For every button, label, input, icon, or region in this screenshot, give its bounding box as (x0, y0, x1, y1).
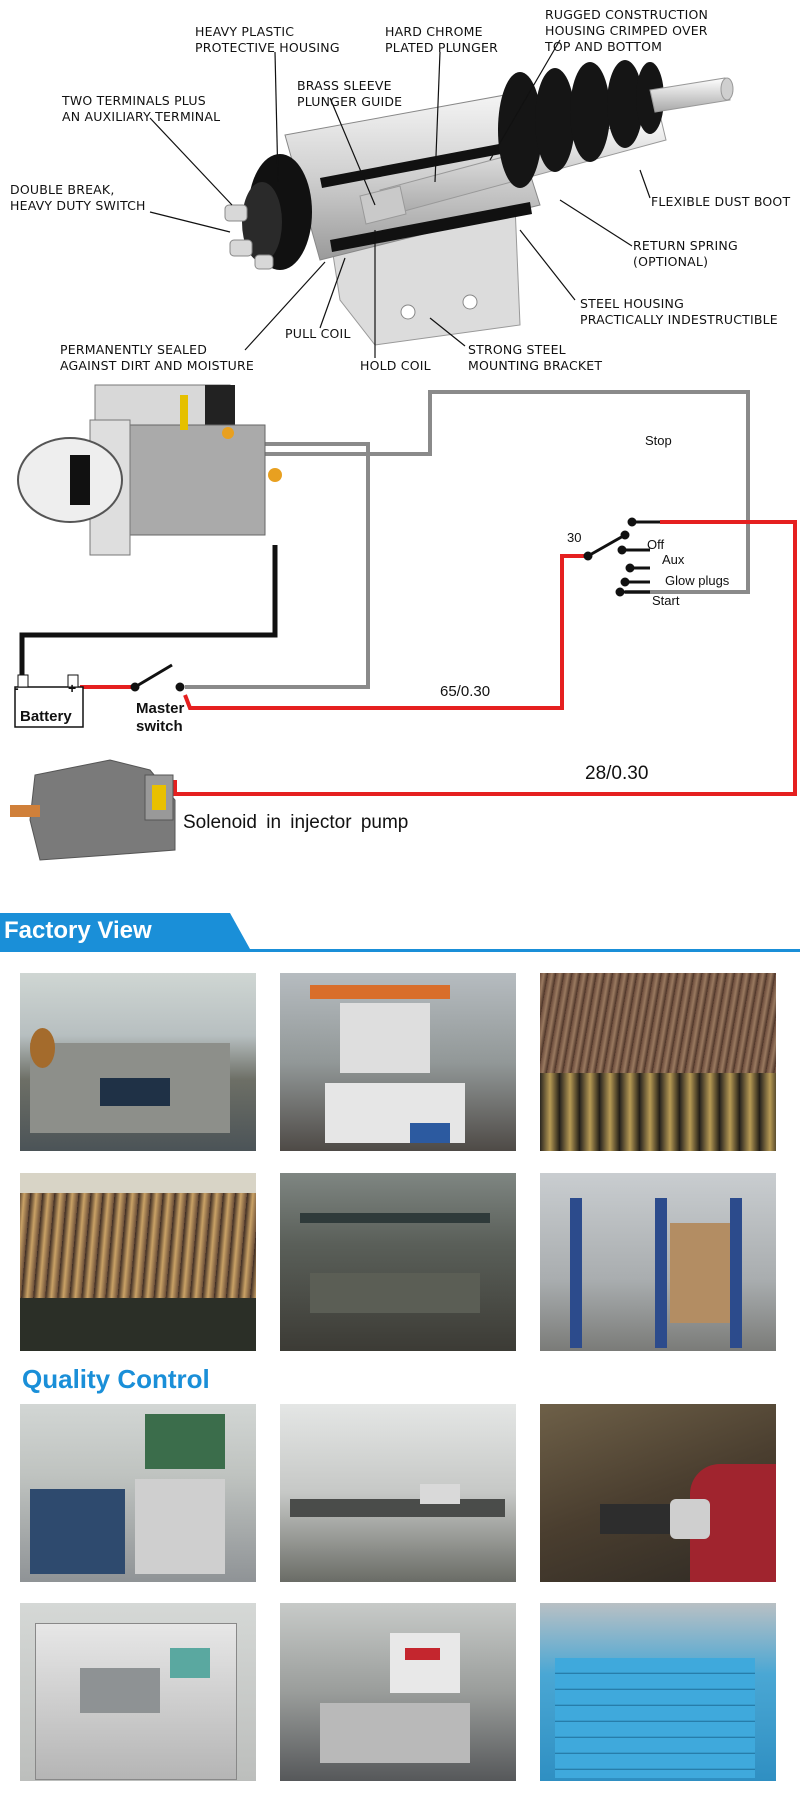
leader-lines (149, 39, 651, 358)
bracket-hole (462, 294, 478, 310)
label-sealed: PERMANENTLY SEALED AGAINST DIRT AND MOIS… (60, 342, 254, 374)
factory-view-banner: Factory View (0, 913, 800, 953)
ground-wire (19, 545, 278, 675)
label-aux: Aux (662, 552, 685, 567)
label-rugged: RUGGED CONSTRUCTION HOUSING CRIMPED OVER… (545, 7, 708, 55)
injector-pump (10, 759, 176, 861)
label-line: BRASS SLEEVE (297, 78, 392, 93)
dust-boot (498, 60, 664, 188)
label-line: HEAVY DUTY SWITCH (10, 198, 146, 213)
label-return-spring: RETURN SPRING (OPTIONAL) (633, 238, 738, 270)
label-wire-28: 28/0.30 (585, 763, 649, 784)
label-line: HEAVY PLASTIC (195, 24, 295, 39)
photo-assembly-line (280, 1173, 516, 1351)
label-battery: Battery (20, 708, 72, 725)
terminal (229, 239, 253, 257)
label-hard-chrome: HARD CHROME PLATED PLUNGER (385, 24, 498, 56)
label-bracket: STRONG STEEL MOUNTING BRACKET (468, 342, 602, 374)
label-glow-plugs: Glow plugs (665, 573, 730, 588)
label-line: HOUSING CRIMPED OVER (545, 23, 708, 38)
label-master-switch: Master switch (136, 700, 184, 736)
label-steel-housing: STEEL HOUSING PRACTICALLY INDESTRUCTIBLE (580, 296, 778, 328)
photo-coil-winding (20, 973, 256, 1151)
photo-blue-crates (540, 1603, 776, 1781)
battery-plus: + (68, 680, 77, 696)
label-line: PROTECTIVE HOUSING (195, 40, 340, 55)
label-line: PRACTICALLY INDESTRUCTIBLE (580, 312, 778, 327)
label-line: PULL COIL (285, 326, 351, 341)
label-line: RUGGED CONSTRUCTION (545, 7, 709, 22)
label-line: TOP AND BOTTOM (545, 39, 663, 54)
starter-motor (17, 384, 282, 556)
label-heavy-plastic: HEAVY PLASTIC PROTECTIVE HOUSING (195, 24, 340, 56)
terminal (224, 204, 248, 222)
label-pull-coil: PULL COIL (285, 326, 351, 342)
label-line: PERMANENTLY SEALED (60, 342, 208, 357)
red-wires (80, 520, 797, 796)
label-line: DOUBLE BREAK, (10, 182, 115, 197)
quality-control-title: Quality Control (22, 1364, 210, 1394)
label-line: STEEL HOUSING (580, 296, 684, 311)
label-hold-coil: HOLD COIL (360, 358, 431, 374)
photo-test-station (280, 1603, 516, 1781)
label-line: STRONG STEEL (468, 342, 566, 357)
photo-test-ovens (20, 1404, 256, 1582)
terminal (254, 254, 274, 270)
label-line: HARD CHROME (385, 24, 483, 39)
rod-tip (720, 77, 734, 101)
label-line: FLEXIBLE DUST BOOT (651, 194, 791, 209)
label-line: AN AUXILIARY TERMINAL (62, 109, 221, 124)
battery-terminal (67, 674, 79, 688)
label-dust-boot: FLEXIBLE DUST BOOT (651, 194, 790, 210)
banner-shape (0, 913, 800, 952)
label-line: AGAINST DIRT AND MOISTURE (60, 358, 254, 373)
label-line: Master (136, 700, 185, 717)
battery-minus: - (14, 680, 19, 696)
label-line: PLATED PLUNGER (385, 40, 498, 55)
master-switch-symbol (130, 663, 185, 692)
photo-force-gauge (540, 1404, 776, 1582)
photo-lab-bench (280, 1404, 516, 1582)
battery-box (14, 686, 84, 728)
label-line: PLUNGER GUIDE (297, 94, 403, 109)
photo-workstation (280, 973, 516, 1151)
label-brass-sleeve: BRASS SLEEVE PLUNGER GUIDE (297, 78, 402, 110)
label-double-break: DOUBLE BREAK, HEAVY DUTY SWITCH (10, 182, 146, 214)
photo-warehouse-shelves (540, 1173, 776, 1351)
photo-climate-chamber (20, 1603, 256, 1781)
bracket-hole (400, 304, 416, 320)
label-stop: Stop (645, 433, 672, 448)
label-line: switch (136, 718, 183, 735)
solenoid-diagram: HEAVY PLASTIC PROTECTIVE HOUSING HARD CH… (0, 0, 800, 380)
label-two-terminals: TWO TERMINALS PLUS AN AUXILIARY TERMINAL (62, 93, 220, 125)
label-terminal-30: 30 (567, 530, 582, 545)
housing-slot (320, 140, 522, 188)
battery-terminal (17, 674, 29, 688)
solenoid-illustration (149, 39, 734, 358)
label-line: MOUNTING BRACKET (468, 358, 603, 373)
gray-wires (185, 390, 750, 689)
label-wire-65: 65/0.30 (440, 683, 491, 700)
housing-slot (330, 202, 532, 252)
label-solenoid-pump: Solenoid in injector pump (183, 812, 409, 833)
label-line: TWO TERMINALS PLUS (62, 93, 206, 108)
label-line: RETURN SPRING (633, 238, 738, 253)
factory-view-title: Factory View (4, 917, 152, 944)
wiring-diagram: Stop 30 Off Aux Glow plugs Start - + Bat… (0, 380, 800, 890)
ignition-switch (583, 517, 660, 597)
photo-wired-coils (20, 1173, 256, 1351)
photo-solenoid-parts (540, 973, 776, 1151)
wiring-illustration (10, 384, 797, 861)
plunger-rod (649, 77, 731, 113)
label-line: (OPTIONAL) (633, 254, 709, 269)
label-off: Off (647, 537, 665, 552)
label-start: Start (652, 593, 680, 608)
label-line: HOLD COIL (360, 358, 431, 373)
